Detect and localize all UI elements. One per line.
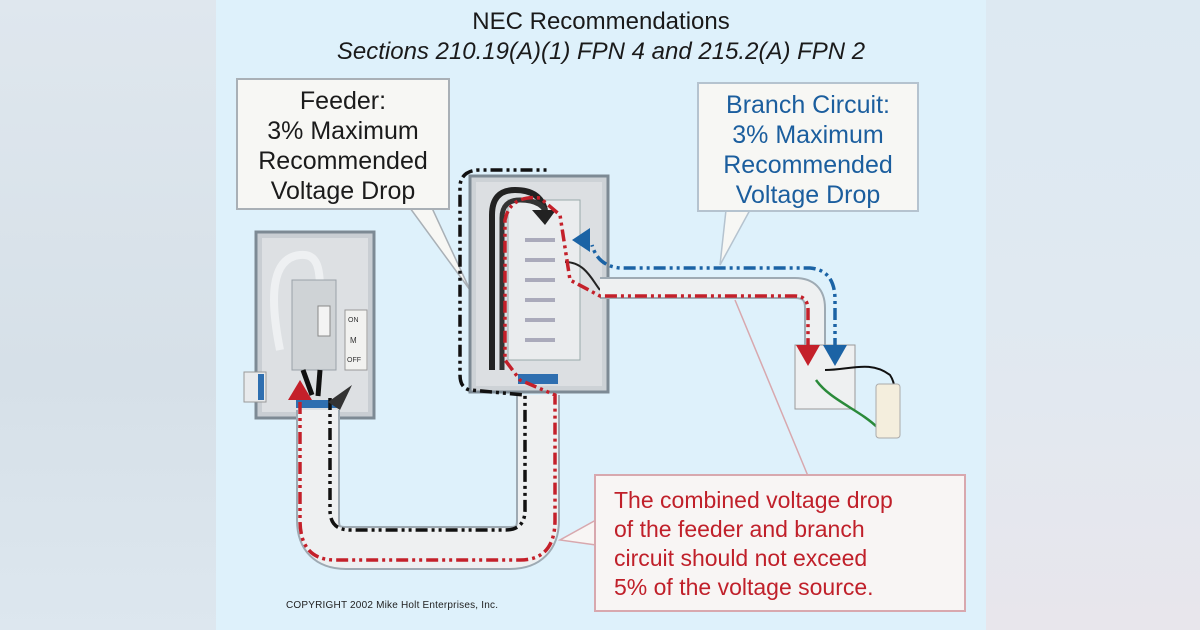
branch-conductor: [564, 261, 601, 291]
feeder-callout-line: Voltage Drop: [270, 177, 416, 205]
label-on: ON: [348, 317, 359, 324]
combined-callout-line: of the feeder and branch: [614, 516, 865, 542]
feeder-conduit: [298, 395, 558, 568]
service-conductor-loop: [270, 250, 324, 351]
right-backdrop: [986, 0, 1200, 630]
diagram-title: NEC Recommendations: [472, 8, 730, 35]
feeder-arrow-source: [328, 385, 352, 410]
feeder-callout-line: Feeder:: [299, 87, 387, 115]
combined-callout-line: 5% of the voltage source.: [614, 574, 874, 600]
branch-breakers: [525, 238, 555, 342]
return-arrow-source: [288, 380, 312, 400]
feeder-callout: Feeder: 3% Maximum Recommended Voltage D…: [236, 78, 450, 210]
left-backdrop: [0, 0, 216, 630]
feeder-arrow-head: [532, 210, 556, 225]
bottom-bushing: [296, 400, 340, 408]
branch-conduit: [600, 279, 824, 345]
copyright-notice: COPYRIGHT 2002 Mike Holt Enterprises, In…: [286, 600, 499, 611]
branch-callout-line: Voltage Drop: [735, 181, 881, 209]
combined-callout: The combined voltage drop of the feeder …: [594, 474, 966, 612]
return-path: [298, 195, 810, 562]
ground-wire: [814, 379, 879, 429]
neutral-bar: [344, 309, 368, 371]
receptacle: [875, 383, 901, 439]
label-off: OFF: [347, 357, 361, 364]
label-m: M: [350, 336, 357, 345]
branch-callout-pointer: [719, 209, 752, 266]
return-arrow-branch: [796, 345, 820, 366]
branch-callout-line: 3% Maximum: [732, 121, 884, 149]
branch-callout-line: Recommended: [723, 151, 893, 179]
breaker-handle: [317, 305, 331, 337]
combined-callout-leader: [734, 299, 809, 477]
feeder-conductor-2: [499, 197, 551, 370]
sub-panel-bushing: [518, 374, 558, 384]
branch-path: [590, 244, 837, 350]
combined-callout-pointer: [557, 518, 597, 546]
feeder-callout-line: 3% Maximum: [267, 117, 419, 145]
combined-callout-line: The combined voltage drop: [614, 487, 893, 513]
feeder-callout-line: Recommended: [258, 147, 428, 175]
blue-bushing: [258, 374, 264, 400]
combined-callout-line: circuit should not exceed: [614, 545, 868, 571]
branch-callout-line: Branch Circuit:: [726, 91, 890, 119]
branch-callout: Branch Circuit: 3% Maximum Recommended V…: [697, 82, 919, 212]
diagram-subtitle: Sections 210.19(A)(1) FPN 4 and 215.2(A)…: [336, 38, 866, 65]
branch-arrow-panel: [572, 228, 590, 252]
branch-arrow-outlet: [823, 345, 847, 366]
